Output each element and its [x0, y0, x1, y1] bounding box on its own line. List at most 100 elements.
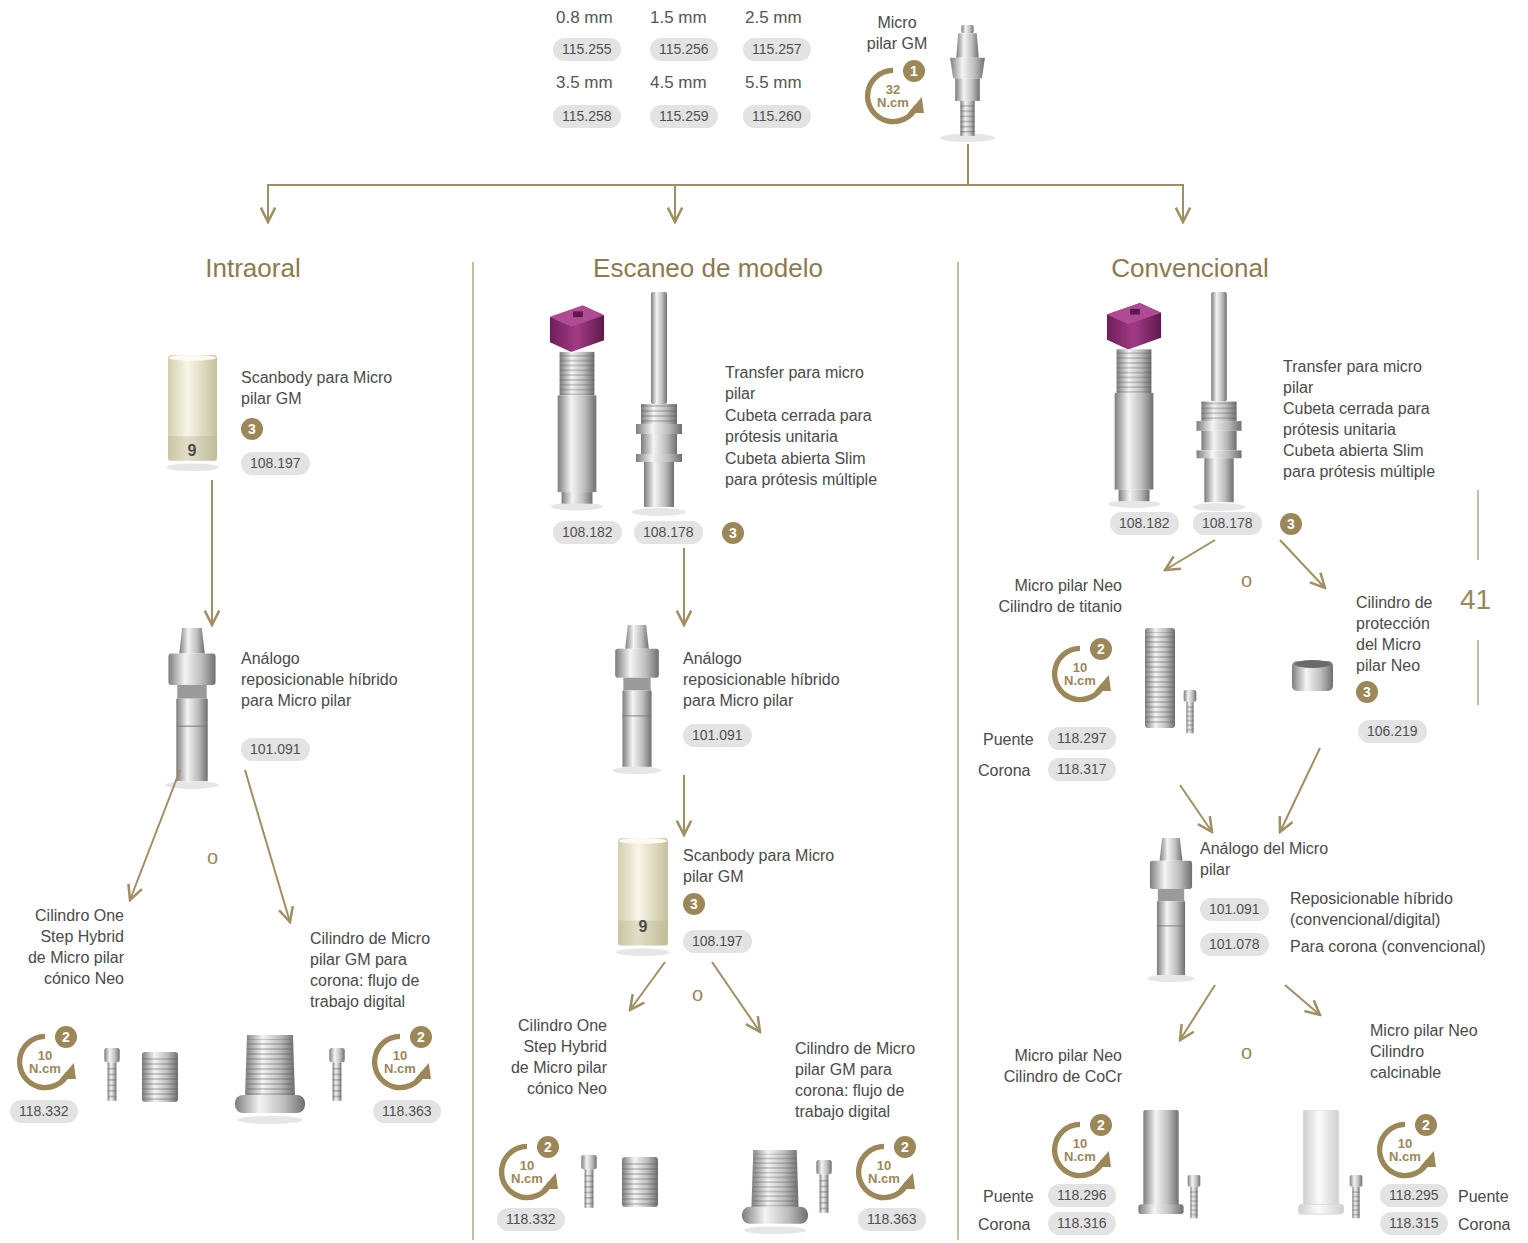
torque-value: 10 N.cm [23, 1049, 67, 1075]
callout-number: 1 [903, 60, 925, 82]
part-name: Micro pilar GM [862, 12, 932, 54]
flow-arrow [1180, 985, 1215, 1040]
column-heading: Escaneo de modelo [558, 252, 858, 284]
component: Cilindro de Micro pilar GM para corona: … [230, 922, 465, 1128]
component: Transfer para micro pilarCubeta cerrada … [1105, 292, 1477, 540]
part-code: 115.260 [743, 105, 811, 128]
part-code: 106.219 [1358, 720, 1427, 743]
part-code: 101.091 [241, 738, 310, 761]
torque-value: 32 N.cm [871, 83, 915, 109]
part-note: Puente [983, 1186, 1034, 1207]
part-code: 108.178 [634, 521, 703, 544]
column-band: Escaneo de modeloTransfer para micro pil… [478, 222, 955, 1240]
component: Transfer para micro pilarCubeta cerrada … [548, 292, 918, 548]
part-note: Corona [1458, 1214, 1510, 1235]
component: Micro pilar Neo Cilindro de titanio10 N.… [970, 570, 1202, 785]
component: Análogo reposicionable híbrido para Micr… [600, 625, 875, 775]
part-code: 118.297 [1048, 727, 1116, 750]
flow-arrow [683, 775, 685, 835]
or-label: o [207, 846, 218, 868]
part-name: Transfer para micro pilar [1283, 356, 1448, 398]
or-label: o [1241, 569, 1252, 591]
height-label: 4.5 mm [650, 73, 707, 93]
part-note: Puente [1458, 1186, 1509, 1207]
screw-image [1350, 1175, 1363, 1218]
screw-image [581, 1155, 596, 1208]
component: Análogo del Micro pilar 101.091 Reposicion… [1135, 832, 1525, 985]
part-name: Scanbody para Micro pilar GM [683, 845, 848, 887]
transfer-image [632, 292, 686, 516]
flow-arrow [968, 144, 1183, 222]
flow-arrow [130, 770, 180, 900]
part-code: 118.363 [373, 1100, 441, 1123]
part-name: Cubeta cerrada para prótesis unitaria [1283, 398, 1448, 440]
part-code: 115.258 [553, 105, 621, 128]
callout-number: 3 [1356, 681, 1378, 703]
torque-value: 10 N.cm [862, 1159, 906, 1185]
callout-number: 2 [894, 1136, 916, 1158]
component: Micro pilar GM 32 N.cm1 [852, 8, 1004, 144]
page-rule [1477, 490, 1479, 560]
part-note: Reposicionable híbrido (convencional/dig… [1290, 888, 1522, 930]
flow-arrow [1165, 540, 1215, 570]
screw-image [329, 1048, 344, 1101]
part-code: 108.182 [553, 521, 622, 544]
torque-value: 10 N.cm [1383, 1137, 1427, 1163]
part-name: Transfer para micro pilar [725, 362, 890, 404]
part-code: 118.332 [497, 1208, 565, 1231]
part-code: 118.315 [1380, 1212, 1448, 1235]
part-name: Scanbody para Micro pilar GM [241, 367, 406, 409]
or-label: o [692, 983, 703, 1005]
part-name: Análogo reposicionable híbrido para Micr… [683, 648, 843, 711]
scanbody-marking: 9 [182, 442, 202, 460]
part-code: 118.295 [1380, 1184, 1448, 1207]
cylinder-image [622, 1157, 658, 1207]
part-code: 108.197 [683, 930, 752, 953]
part-name: Análogo reposicionable híbrido para Micr… [241, 648, 401, 711]
part-code: 118.316 [1048, 1212, 1116, 1235]
analog-image [1147, 838, 1194, 982]
component: Micro pilar Neo Cilindro calcinable10 N.… [1290, 1015, 1522, 1238]
transfer-image [1193, 292, 1246, 511]
divider-line [957, 262, 959, 1240]
callout-number: 2 [1415, 1114, 1437, 1136]
flow-arrow [245, 770, 290, 922]
torque-value: 10 N.cm [505, 1159, 549, 1185]
part-name: Cubeta cerrada para prótesis unitaria [725, 405, 890, 447]
flow-arrow [675, 144, 968, 222]
transfer-image [1107, 303, 1161, 508]
flow-arrow [1285, 985, 1320, 1015]
cylinder-image [742, 1150, 808, 1234]
part-name: Análogo del Micro pilar [1200, 838, 1350, 880]
callout-number: 2 [410, 1026, 432, 1048]
callout-number: 3 [1280, 513, 1302, 535]
scanbody-image [616, 838, 670, 956]
part-code: 101.091 [1200, 898, 1269, 921]
screw-image [104, 1048, 119, 1101]
screw-image [1184, 690, 1197, 733]
part-name: Cubeta abierta Slim para prótesis múltip… [725, 448, 890, 490]
callout-number: 2 [55, 1026, 77, 1048]
height-label: 5.5 mm [745, 73, 802, 93]
part-name: Micro pilar Neo Cilindro de CoCr [972, 1045, 1122, 1087]
part-note: Corona [978, 760, 1030, 781]
part-note: Puente [983, 729, 1034, 750]
or-label: o [1241, 1041, 1252, 1063]
torque-value: 10 N.cm [1058, 1137, 1102, 1163]
part-code: 115.257 [743, 38, 811, 61]
height-label: 0.8 mm [556, 8, 613, 28]
component: Micro pilar Neo Cilindro de CoCr10 N.cm2… [970, 1040, 1210, 1238]
part-name: Cilindro One Step Hybrid de Micro pilar … [505, 1015, 607, 1099]
cylinder-image [1138, 1110, 1183, 1214]
scanbody-marking: 9 [633, 918, 653, 936]
cylinder-image [235, 1035, 305, 1124]
page-rule [1477, 640, 1479, 705]
column-heading: Convencional [1040, 252, 1340, 284]
analog-image [612, 625, 661, 774]
callout-number: 3 [241, 418, 263, 440]
component: Scanbody para Micro pilar GM3108.197 [155, 350, 440, 480]
flow-arrow [630, 962, 665, 1010]
component: Scanbody para Micro pilar GM3108.197 [608, 835, 863, 962]
